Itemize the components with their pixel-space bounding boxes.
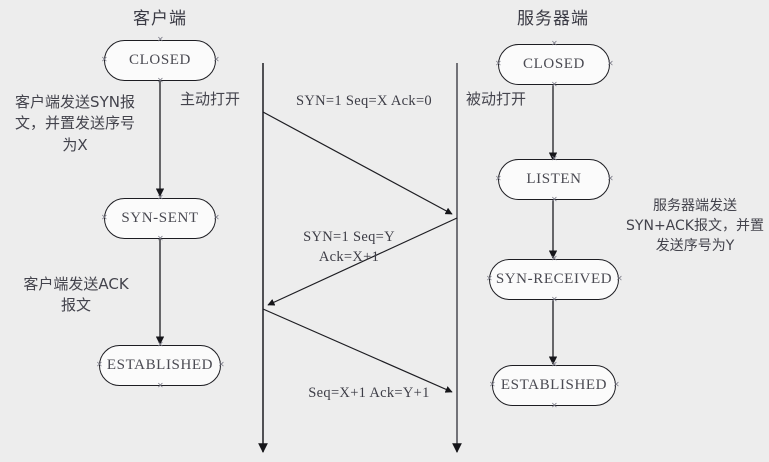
port-marker: ✕ [157, 381, 164, 390]
state-node-server-closed[interactable]: CLOSED [498, 44, 610, 85]
port-marker: ✕ [157, 193, 164, 202]
lane-title-client: 客户端 [133, 9, 187, 29]
port-marker: ✕ [551, 195, 558, 204]
port-marker: ✕ [157, 340, 164, 349]
port-marker: ✕ [157, 234, 164, 243]
port-marker: ✕ [489, 380, 496, 389]
port-marker: ✕ [495, 174, 502, 183]
port-marker: ✕ [213, 55, 220, 64]
port-marker: ✕ [551, 360, 558, 369]
port-marker: ✕ [551, 154, 558, 163]
port-marker: ✕ [613, 380, 620, 389]
message-label-syn: SYN=1 Seq=X Ack=0 [296, 93, 432, 109]
message-arrow-syn-ack [267, 217, 458, 306]
port-marker: ✕ [96, 360, 103, 369]
port-marker: ✕ [486, 274, 493, 283]
state-node-server-established[interactable]: ESTABLISHED [492, 365, 616, 406]
message-label-syn-ack: SYN=1 Seq=Y Ack=X+1 [303, 229, 395, 265]
state-node-server-listen[interactable]: LISTEN [498, 159, 610, 200]
label-passive-open: 被动打开 [466, 90, 527, 108]
message-arrow-ack [262, 308, 453, 393]
port-marker: ✕ [101, 213, 108, 222]
state-node-client-syn-sent[interactable]: SYN-SENT [104, 198, 216, 239]
port-marker: ✕ [607, 59, 614, 68]
port-marker: ✕ [101, 55, 108, 64]
port-marker: ✕ [551, 401, 558, 410]
state-node-client-established[interactable]: ESTABLISHED [99, 345, 221, 386]
annotation-server-send-synack: 服务器端发送 SYN+ACK报文，并置 发送序号为Y [626, 198, 764, 254]
port-marker: ✕ [213, 213, 220, 222]
port-marker: ✕ [157, 35, 164, 44]
port-marker: ✕ [551, 80, 558, 89]
annotation-client-send-ack: 客户端发送ACK 报文 [23, 275, 129, 315]
port-marker: ✕ [551, 39, 558, 48]
port-marker: ✕ [495, 59, 502, 68]
port-marker: ✕ [551, 254, 558, 263]
port-marker: ✕ [551, 295, 558, 304]
port-marker: ✕ [616, 274, 623, 283]
port-marker: ✕ [607, 174, 614, 183]
lane-title-server: 服务器端 [517, 9, 589, 29]
label-active-open: 主动打开 [180, 90, 241, 108]
port-marker: ✕ [157, 76, 164, 85]
port-marker: ✕ [218, 360, 225, 369]
annotation-client-send-syn: 客户端发送SYN报 文，并置发送序号 为X [14, 93, 135, 154]
message-label-ack: Seq=X+1 Ack=Y+1 [308, 385, 430, 401]
message-arrow-syn [262, 111, 453, 215]
state-node-server-syn-received[interactable]: SYN-RECEIVED [489, 259, 619, 300]
state-node-client-closed[interactable]: CLOSED [104, 40, 216, 81]
